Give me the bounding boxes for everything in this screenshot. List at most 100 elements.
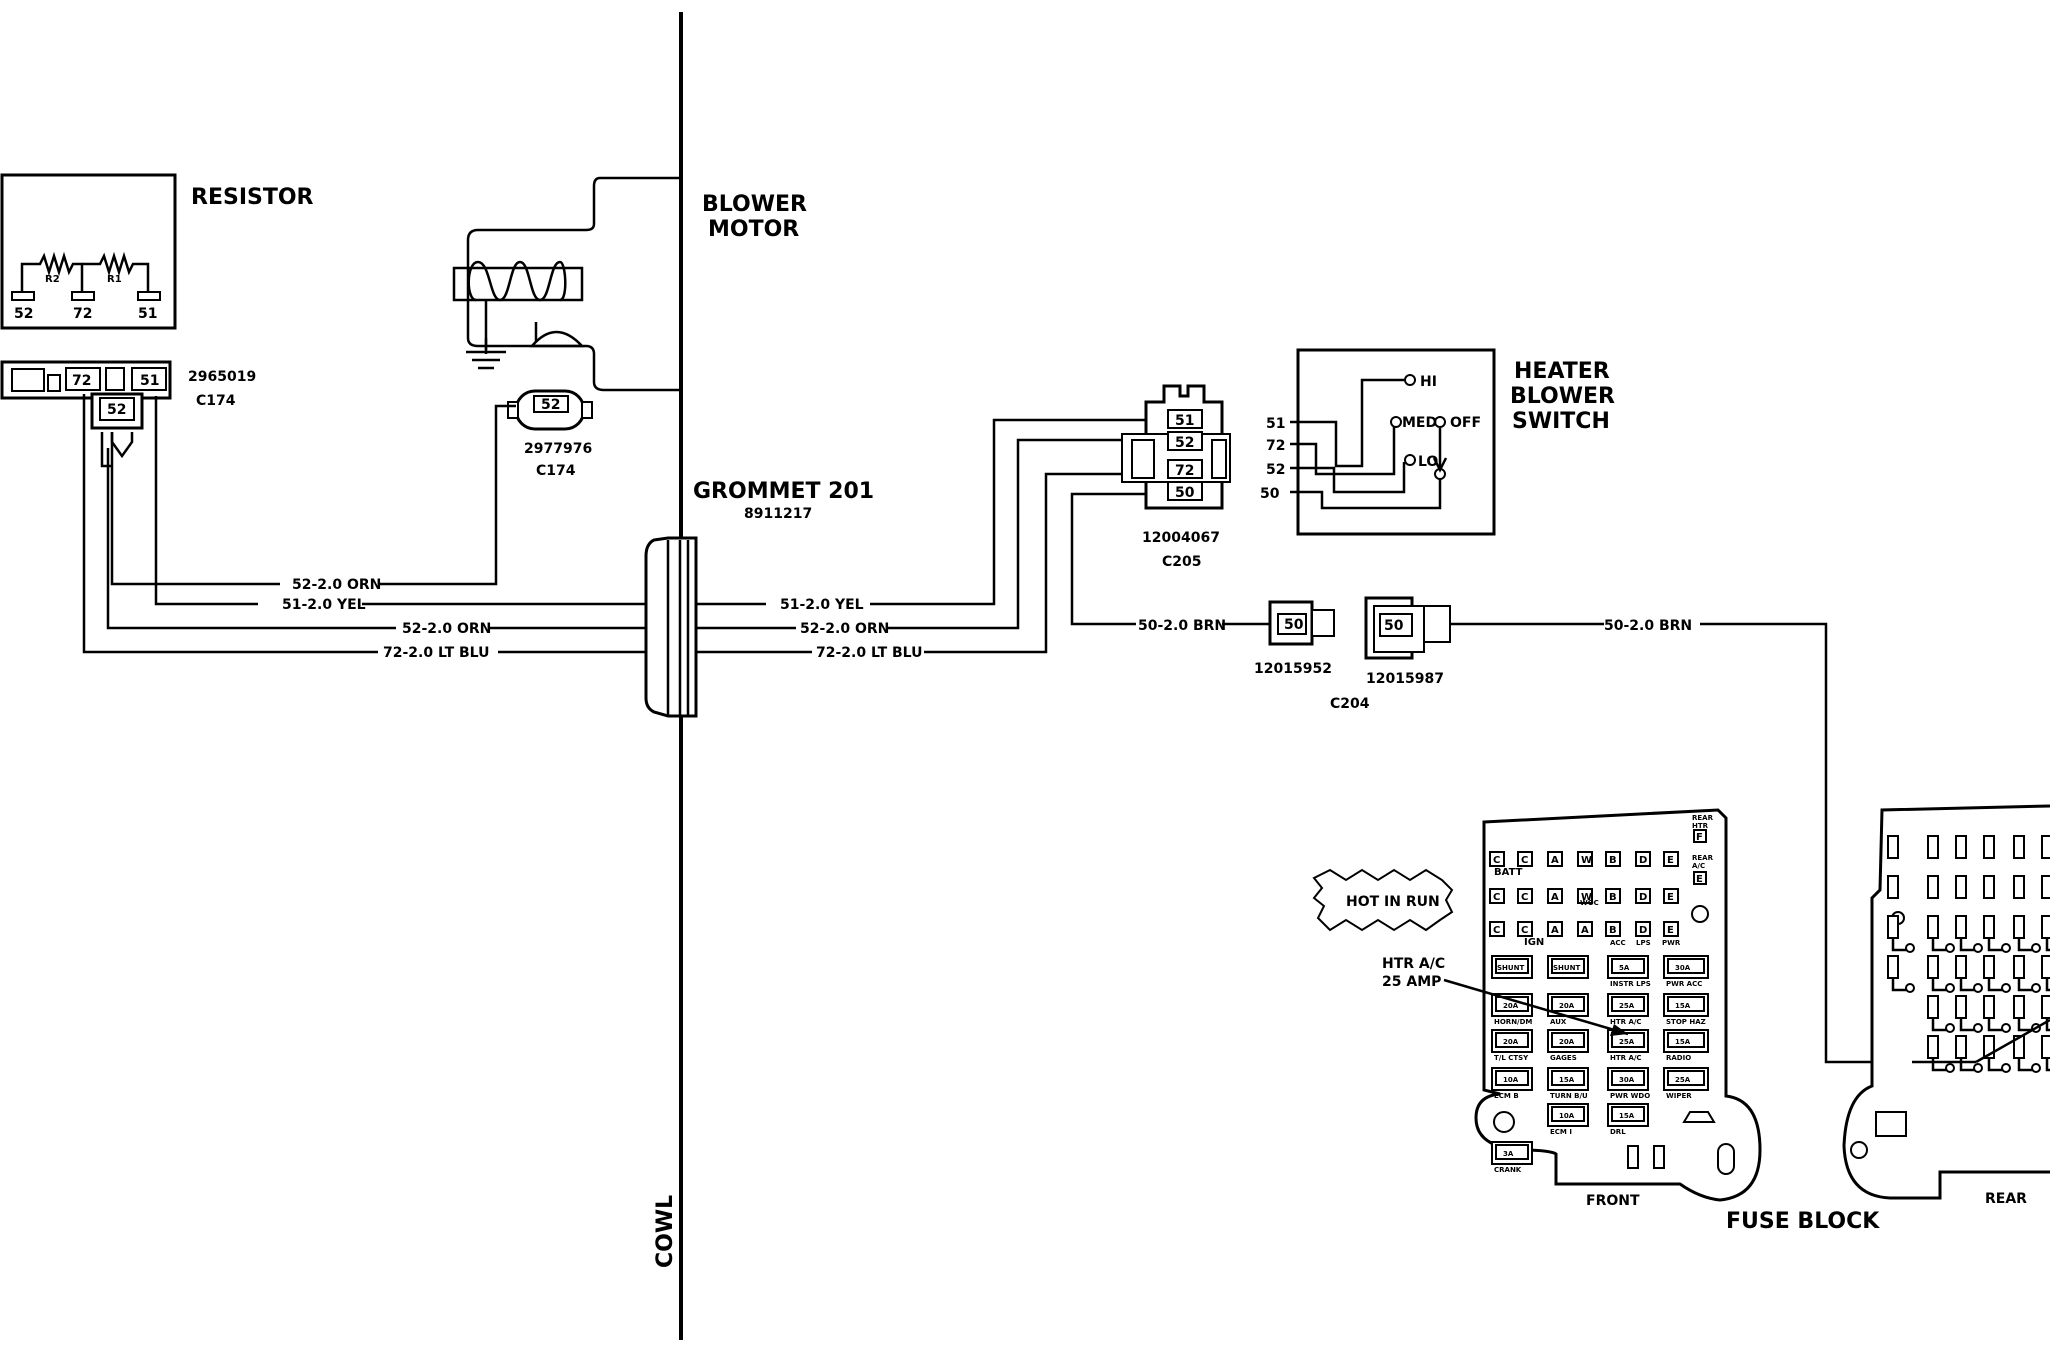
rear-trace bbox=[1987, 978, 2002, 992]
fuse-slot: E bbox=[1663, 921, 1679, 937]
rear-trace bbox=[2017, 1058, 2032, 1072]
fuse-slot-letter: B bbox=[1609, 925, 1617, 936]
row-label-lps: LPS bbox=[1636, 939, 1651, 947]
rear-terminal-eyelet bbox=[2001, 1063, 2011, 1073]
resistor-r1-symbol bbox=[82, 251, 150, 292]
fuse-slot: C bbox=[1517, 851, 1533, 867]
c205-connector: 51 52 72 50 12004067 C205 bbox=[1121, 384, 1231, 570]
fuse: 25A WIPER bbox=[1663, 1067, 1709, 1100]
rear-fuse-terminal bbox=[1887, 915, 1899, 939]
rear-terminal-eyelet bbox=[2031, 983, 2041, 993]
rear-trace bbox=[2017, 1018, 2032, 1032]
resistor-connector-part: 2965019 bbox=[188, 369, 256, 385]
rear-fuse-terminal bbox=[1955, 915, 1967, 939]
rear-fuse-terminal bbox=[1983, 955, 1995, 979]
rear-fuse-terminal bbox=[1887, 875, 1899, 899]
fuse-slot-letter: W bbox=[1581, 855, 1592, 866]
fuse-slot-letter: B bbox=[1609, 892, 1617, 903]
rear-terminal-eyelet bbox=[2031, 943, 2041, 953]
fuse-circuit-label: HTR A/C bbox=[1610, 1054, 1642, 1062]
fuse-slot-letter: C bbox=[1521, 892, 1528, 903]
fuse-slot-letter: D bbox=[1639, 855, 1647, 866]
wire-label-right-52-orn: 52-2.0 ORN bbox=[800, 621, 889, 637]
rear-trace bbox=[2017, 938, 2032, 952]
fuse-circuit-label: WIPER bbox=[1666, 1092, 1692, 1100]
fuse-slot: B bbox=[1605, 921, 1621, 937]
rear-terminal-eyelet bbox=[2031, 1063, 2041, 1073]
resistor-connector: 72 51 52 2965019 C174 bbox=[0, 360, 256, 430]
rear-terminal-eyelet bbox=[2001, 943, 2011, 953]
htr-ac-callout-2: 25 AMP bbox=[1382, 974, 1441, 990]
rear-fuse-terminal bbox=[2041, 995, 2050, 1019]
c205-part: 12004067 bbox=[1142, 530, 1220, 546]
rear-terminal-eyelet bbox=[2001, 1023, 2011, 1033]
motor-connector-terminal: 52 bbox=[541, 397, 560, 413]
fuse-value: 20A bbox=[1503, 1038, 1519, 1046]
rear-trace bbox=[1931, 938, 1946, 952]
fuse-slot: C bbox=[1489, 888, 1505, 904]
top-right-label-4: REAR bbox=[1692, 854, 1714, 862]
resistor-r2-label: R2 bbox=[45, 274, 60, 285]
fuse-slot-letter: A bbox=[1581, 925, 1589, 936]
empty-fuse-slot bbox=[1627, 1145, 1639, 1169]
blower-motor-title-1: BLOWER bbox=[702, 192, 807, 217]
rear-fuse-terminal bbox=[1955, 835, 1967, 859]
resistor-terminal-72: 72 bbox=[73, 306, 92, 322]
c204-connector: 50 50 12015952 12015987 C204 bbox=[1254, 596, 1451, 712]
motor-connector-part: 2977976 bbox=[524, 441, 592, 457]
fuse-slot: D bbox=[1635, 921, 1651, 937]
rear-terminal-eyelet bbox=[1945, 1023, 1955, 1033]
fuse-slot: C bbox=[1489, 851, 1505, 867]
rear-terminal-eyelet bbox=[1945, 983, 1955, 993]
fuse-value: 25A bbox=[1675, 1076, 1691, 1084]
rear-fuse-terminal bbox=[2041, 875, 2050, 899]
c205-cavity-50: 50 bbox=[1175, 485, 1195, 501]
c204-id: C204 bbox=[1330, 696, 1370, 712]
fuse-slot-letter: E bbox=[1667, 892, 1674, 903]
switch-input-52: 52 bbox=[1266, 462, 1285, 478]
rear-terminal-eyelet bbox=[1945, 943, 1955, 953]
connector-cavity-51: 51 bbox=[140, 373, 159, 389]
switch-title-3: SWITCH bbox=[1512, 409, 1610, 434]
row-label-pwr: PWR bbox=[1662, 939, 1681, 947]
fuse-value: SHUNT bbox=[1553, 964, 1580, 972]
fuse-slot: E bbox=[1663, 851, 1679, 867]
rear-terminal-eyelet bbox=[2001, 983, 2011, 993]
resistor: RESISTOR R2 R1 52 72 51 bbox=[0, 173, 314, 330]
right-wires: 51-2.0 YEL 52-2.0 ORN 72-2.0 LT BLU 50-2… bbox=[696, 418, 1912, 1064]
fuse: SHUNT bbox=[1547, 955, 1589, 979]
fuse-value: 15A bbox=[1559, 1076, 1575, 1084]
top-right-label-6: E bbox=[1696, 874, 1703, 885]
c204-left-cavity: 50 bbox=[1284, 617, 1304, 633]
fuse-slot: A bbox=[1547, 851, 1563, 867]
rear-trace bbox=[1987, 938, 2002, 952]
row-label-woc: WOC bbox=[1580, 899, 1599, 907]
rear-trace bbox=[1959, 978, 1974, 992]
fuse-value: 20A bbox=[1559, 1002, 1575, 1010]
relay-slot bbox=[1682, 1111, 1716, 1123]
row-label-ign: IGN bbox=[1524, 937, 1544, 948]
fuse-value: 3A bbox=[1503, 1150, 1514, 1158]
fuse-value: 15A bbox=[1675, 1002, 1691, 1010]
rear-fuse-terminal bbox=[1887, 955, 1899, 979]
rear-terminal-eyelet bbox=[1973, 983, 1983, 993]
htr-ac-arrowhead bbox=[1610, 1024, 1628, 1036]
rear-trace bbox=[2045, 1058, 2050, 1072]
rear-fuse-terminal bbox=[1955, 875, 1967, 899]
rear-fuse-terminal bbox=[2041, 955, 2050, 979]
rear-trace bbox=[1931, 1018, 1946, 1032]
rear-fuse-terminal bbox=[2041, 835, 2050, 859]
fuse-value: 10A bbox=[1503, 1076, 1519, 1084]
rear-fuse-terminal bbox=[1983, 995, 1995, 1019]
wire-label-left-52-orn-1: 52-2.0 ORN bbox=[292, 577, 381, 593]
fuse-block-rear: REAR bbox=[1842, 804, 2050, 1207]
rear-fuse-terminal bbox=[1955, 1035, 1967, 1059]
